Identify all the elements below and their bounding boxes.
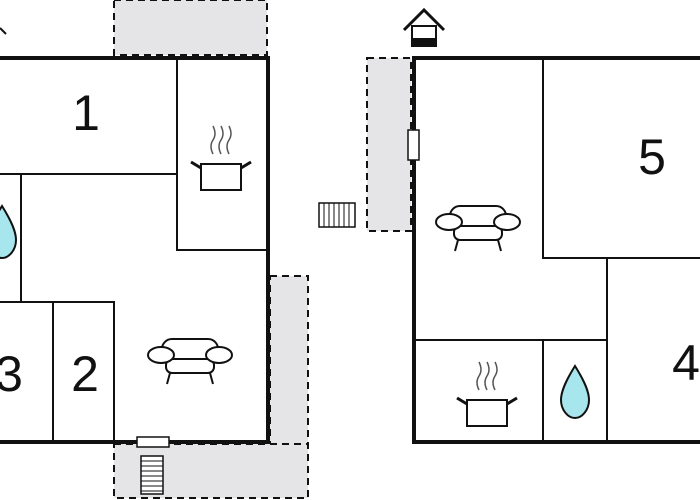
right-building: 5 4 [366, 7, 700, 444]
right-interior-walls [414, 58, 700, 442]
cooking-pot-icon [456, 361, 518, 427]
room-3-label: 3 [0, 346, 23, 402]
cooking-pot-icon [190, 125, 252, 191]
sofa-icon [435, 205, 521, 252]
room-1-label: 1 [72, 85, 100, 141]
room-5-label: 5 [638, 129, 666, 185]
left-interior-walls [0, 58, 268, 442]
right-outer-walls [412, 56, 700, 444]
arrow-fragment [0, 27, 7, 35]
left-door-marker [136, 436, 170, 448]
terrace-right-building [366, 57, 412, 232]
water-drop-icon [0, 204, 18, 260]
room-2-label: 2 [71, 346, 99, 402]
right-door-marker [407, 129, 420, 161]
stairs-icon [140, 455, 164, 495]
sofa-icon [147, 338, 233, 385]
left-building: 1 2 3 [0, 0, 309, 499]
room-4-label: 4 [672, 335, 700, 391]
house-entrance-icon [402, 7, 446, 47]
terrace-top-left [113, 0, 268, 56]
water-drop-icon [559, 364, 591, 420]
stairs-icon [318, 202, 356, 228]
